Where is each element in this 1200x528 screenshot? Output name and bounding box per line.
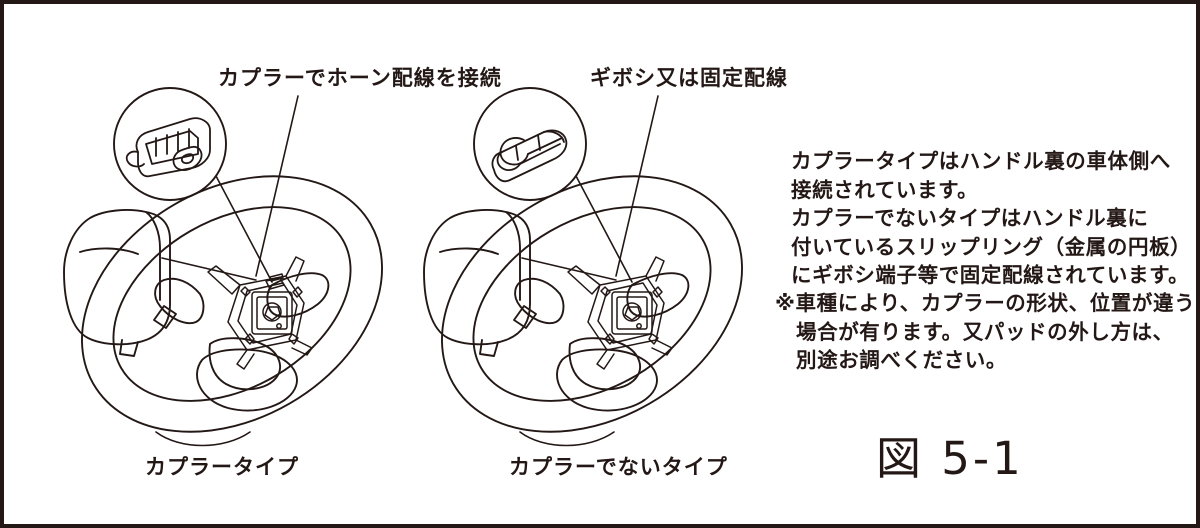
diagram-non-coupler-type	[423, 87, 743, 447]
note-line-1: ※車種により、カプラーの形状、位置が違う	[775, 291, 1196, 315]
note-text-block: ※車種により、カプラーの形状、位置が違う 場合が有ります。又パッドの外し方は、 …	[775, 289, 1195, 375]
hub-cover-right	[556, 348, 658, 412]
description-line-1: カプラータイプはハンドル裏の車体側へ	[791, 149, 1171, 173]
leader-lines-left	[161, 95, 299, 283]
detail-circle-coupler	[113, 87, 227, 201]
hub-cover-left	[196, 348, 298, 412]
steering-wheel-rim-left	[81, 175, 383, 433]
note-line-2: 場合が有ります。又パッドの外し方は、	[796, 319, 1174, 344]
horn-pad-removed-left	[63, 209, 171, 357]
detail-circle-gibosi	[473, 87, 587, 201]
leader-lines-right	[521, 95, 659, 283]
caption-swoosh-right	[519, 431, 615, 447]
caption-coupler-type: カプラータイプ	[145, 455, 299, 479]
steering-wheel-rim-right	[441, 175, 743, 433]
steering-hub-right	[567, 256, 673, 370]
description-line-3: カプラーでないタイプはハンドル裏に	[791, 206, 1149, 230]
description-line-4: 付いているスリップリング（金属の円板）	[791, 234, 1192, 259]
figure-number-label: 図 5-1	[876, 432, 1024, 485]
steering-hub-left	[207, 256, 313, 370]
description-line-2: 接続されています。	[791, 177, 979, 202]
diagram-coupler-type	[63, 87, 383, 447]
steering-wheel-spokes-right	[513, 272, 690, 391]
steering-wheel-illustration	[63, 87, 743, 447]
description-line-5: にギボシ端子等で固定配線されています。	[791, 263, 1190, 287]
note-line-3: 別途お調べください。	[796, 348, 1007, 372]
horn-pad-removed-right	[423, 209, 531, 357]
callout-label-coupler-wiring: カプラーでホーン配線を接続	[218, 66, 502, 90]
description-text-block: カプラータイプはハンドル裏の車体側へ 接続されています。 カプラーでないタイプは…	[791, 147, 1191, 290]
caption-non-coupler-type: カプラーでないタイプ	[509, 455, 728, 479]
caption-swoosh-left	[155, 431, 251, 447]
callout-label-gibosi-wiring: ギボシ又は固定配線	[590, 66, 788, 90]
